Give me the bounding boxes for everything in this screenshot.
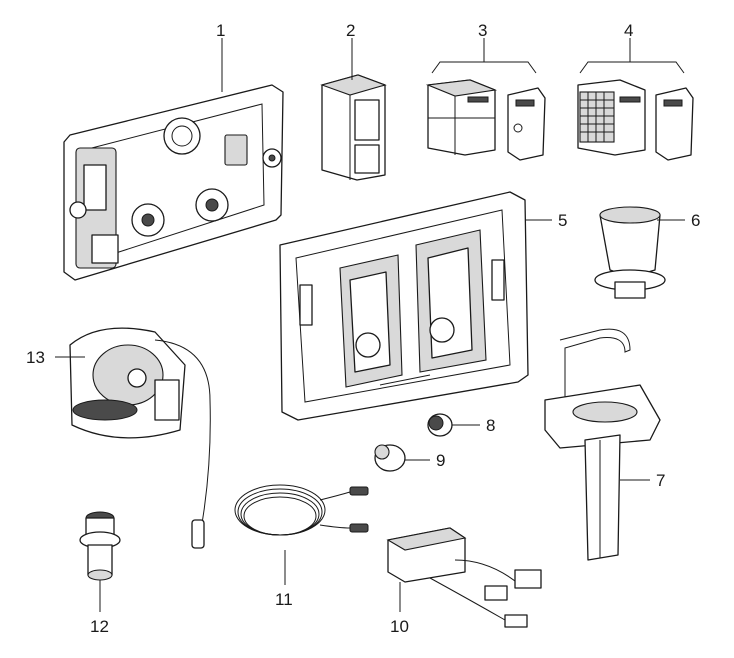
part-2-housing xyxy=(320,74,387,181)
callout-10: 10 xyxy=(390,617,409,636)
callout-9: 9 xyxy=(436,451,445,470)
part-5-actuator-frame xyxy=(279,191,529,421)
callout-1: 1 xyxy=(216,21,225,40)
callout-labels: 1 2 3 4 5 6 7 8 9 10 11 12 13 xyxy=(26,21,700,636)
callout-11: 11 xyxy=(275,590,293,609)
part-11-coiled-cable xyxy=(234,484,369,536)
part-4-module-set xyxy=(577,61,694,161)
part-1-mounting-frame xyxy=(63,84,284,281)
part-8-cap xyxy=(427,413,453,437)
callout-4: 4 xyxy=(624,21,633,40)
part-10-power-box xyxy=(386,527,542,628)
callout-7: 7 xyxy=(656,471,665,490)
callout-12: 12 xyxy=(90,617,109,636)
callout-2: 2 xyxy=(346,21,355,40)
part-7-holder xyxy=(544,328,661,561)
part-12-valve-insert xyxy=(79,511,121,581)
part-9-plug xyxy=(374,444,406,472)
leader-lines xyxy=(55,38,685,612)
part-13-sensor-module xyxy=(69,327,211,549)
callout-13: 13 xyxy=(26,348,45,367)
callout-5: 5 xyxy=(558,211,567,230)
callout-8: 8 xyxy=(486,416,495,435)
callout-3: 3 xyxy=(478,21,487,40)
part-6-cup xyxy=(594,206,666,299)
part-3-module-set xyxy=(425,61,546,161)
callout-6: 6 xyxy=(691,211,700,230)
